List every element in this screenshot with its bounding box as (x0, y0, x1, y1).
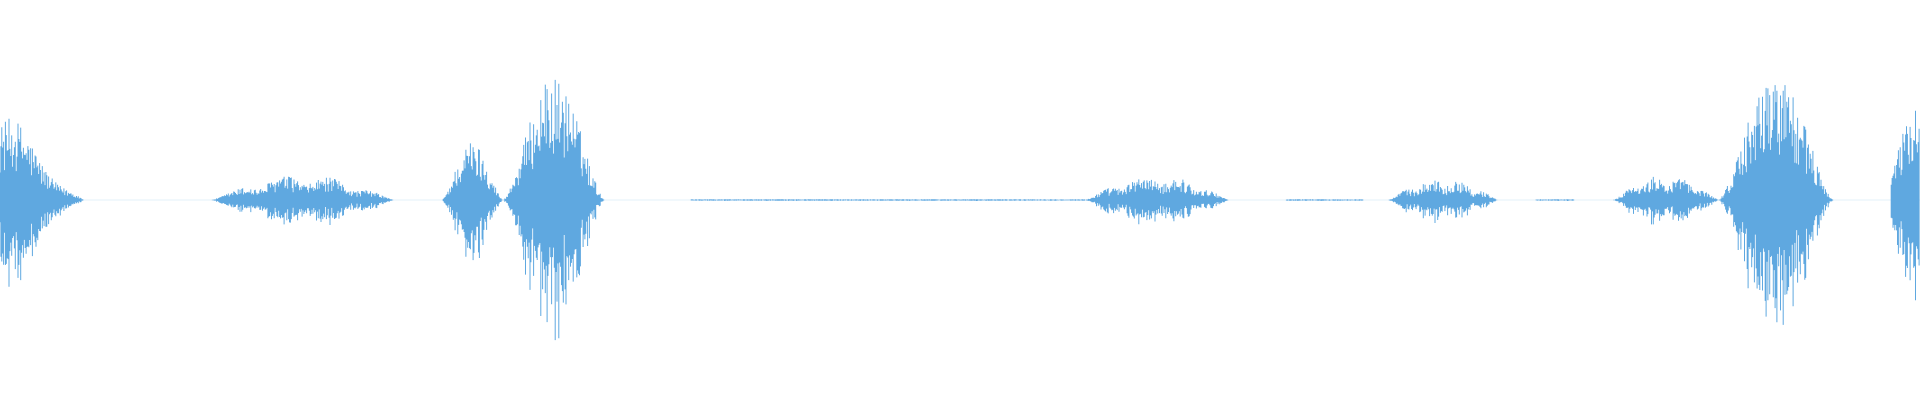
waveform-segment (211, 176, 394, 225)
waveform-segment (442, 143, 503, 261)
waveform-trace (0, 79, 1920, 341)
waveform-segment (1613, 176, 1719, 225)
waveform-segment (1535, 199, 1575, 201)
waveform-segment (1085, 179, 1229, 225)
waveform-segment (1285, 199, 1364, 201)
waveform-segment (690, 199, 1085, 201)
waveform-segment (503, 79, 605, 341)
waveform-segment (1388, 180, 1498, 223)
waveform-segment (1890, 110, 1920, 301)
waveform-segment (0, 118, 84, 287)
waveform-segment (1718, 85, 1834, 325)
